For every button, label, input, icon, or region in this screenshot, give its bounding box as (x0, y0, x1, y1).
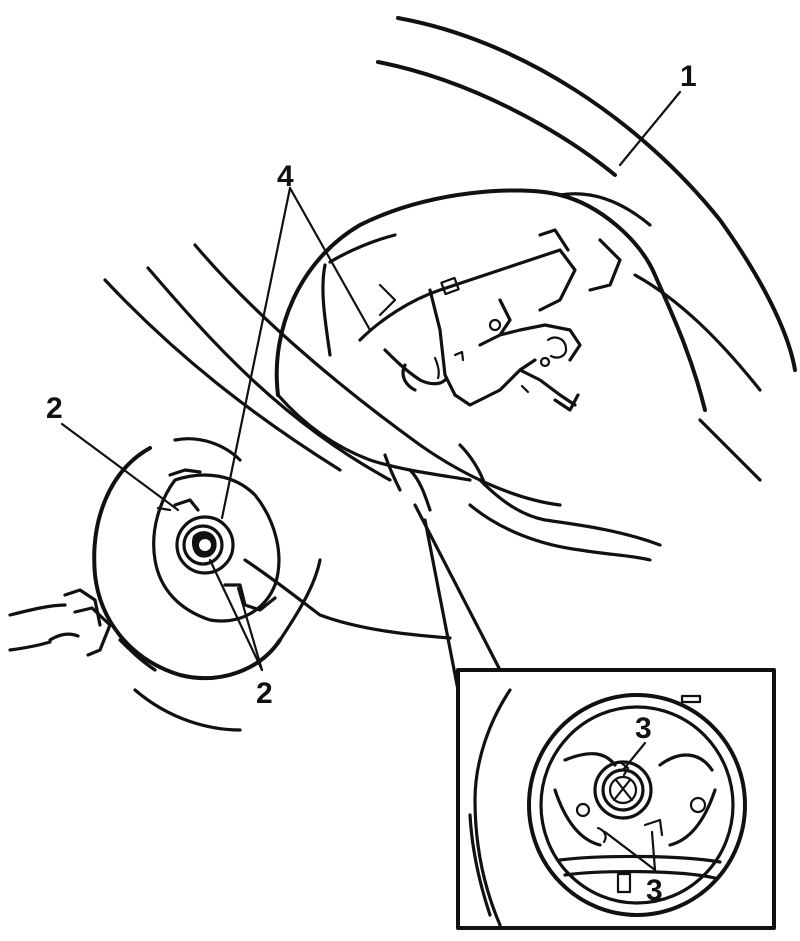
steering-hub (274, 188, 707, 562)
airbag-module (8, 437, 322, 681)
inset-detail (456, 668, 776, 930)
steering-wheel-rim (103, 16, 797, 507)
callout-2-bottom: 2 (256, 677, 273, 710)
callout-leaders (60, 90, 682, 672)
callout-3-bottom: 3 (646, 874, 663, 907)
callout-2-top: 2 (46, 392, 63, 425)
connector-mechanism (358, 228, 622, 412)
callout-4: 4 (277, 160, 294, 193)
lower-rim (133, 468, 452, 732)
callout-1: 1 (680, 60, 697, 93)
callout-3-top: 3 (635, 712, 652, 745)
inset-pointer (413, 503, 502, 692)
